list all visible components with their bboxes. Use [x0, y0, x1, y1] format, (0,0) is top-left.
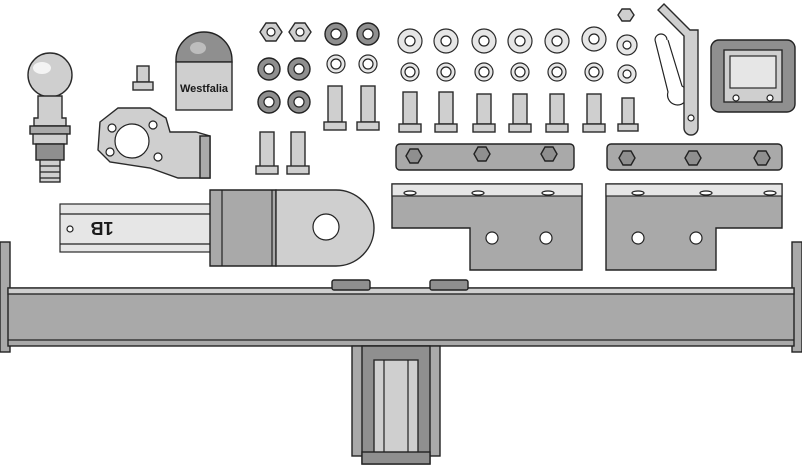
short-bolts [255, 85, 380, 175]
spring-washers-row [400, 62, 637, 84]
socket-bracket-plate [97, 107, 211, 179]
hex-nuts [259, 8, 635, 42]
ball-cap: Westfalia [175, 31, 233, 111]
long-bolts-row [398, 91, 639, 133]
receiver-cover [710, 39, 796, 113]
flat-washers-row [397, 26, 638, 56]
hitch-pin [657, 3, 699, 136]
cap-brand-label: Westfalia [180, 83, 229, 95]
main-cross-beam [0, 241, 802, 353]
spring-washers [326, 54, 378, 74]
r-clip [654, 33, 689, 106]
side-bracket-left [391, 183, 583, 271]
nut-bar-right [606, 143, 783, 171]
tow-ball [27, 52, 73, 183]
bar-marking-label: 1B [90, 218, 113, 238]
receiver-tube [351, 345, 441, 465]
nut-bar-left [395, 143, 575, 171]
side-bracket-right [605, 183, 783, 271]
dark-washers [257, 22, 380, 114]
ball-mount-bar: 1B [59, 189, 375, 267]
small-bolt [132, 65, 154, 91]
